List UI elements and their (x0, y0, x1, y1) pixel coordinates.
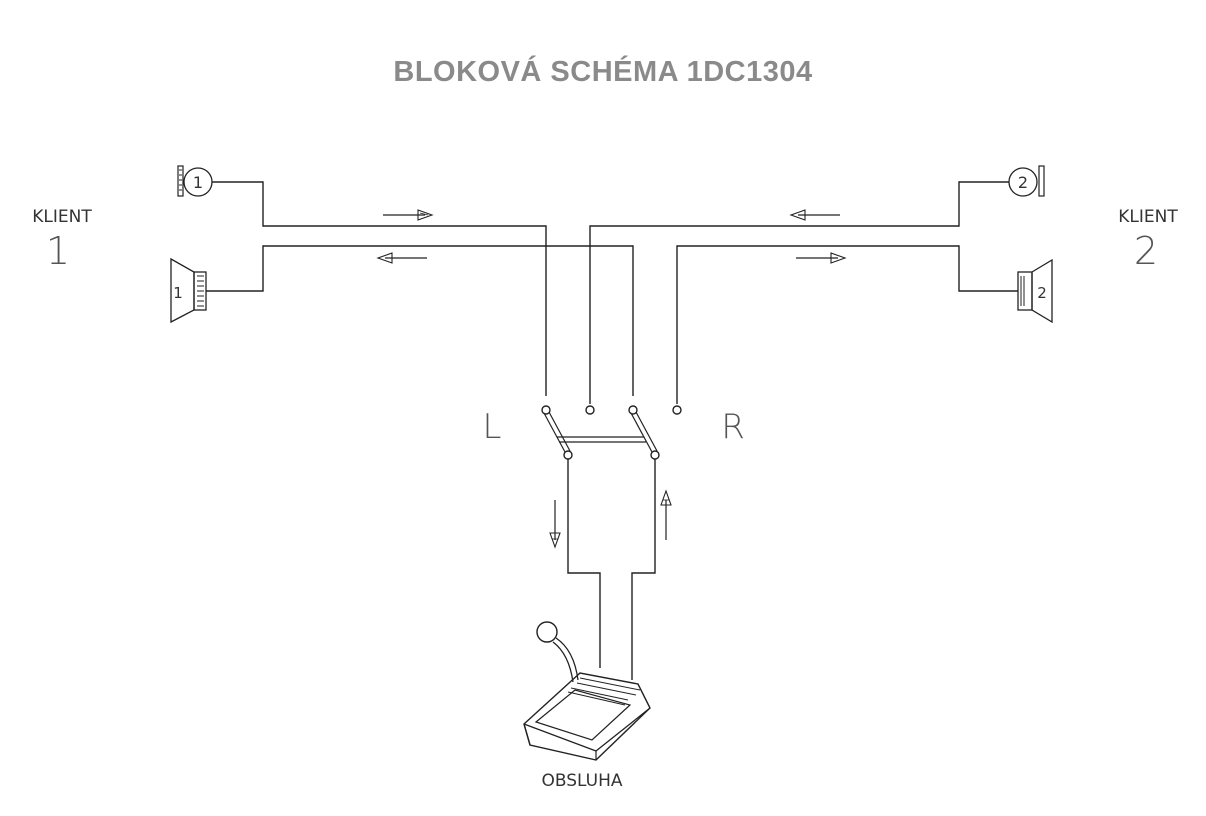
operator-console-icon (523, 621, 651, 761)
client2-label: KLIENT (1118, 207, 1178, 227)
operator-label: OBSLUHA (541, 771, 622, 791)
spk2-number: 2 (1037, 284, 1047, 302)
arrow-down-icon (549, 500, 561, 549)
client2-number: 2 (1134, 229, 1158, 273)
microphone-1-icon: 1 (177, 165, 213, 197)
changeover-switch: L R (483, 405, 745, 460)
switch-label-left: L (483, 407, 502, 447)
microphone-2-icon: 2 (1008, 165, 1045, 197)
wiring-client1 (206, 181, 634, 396)
arrow-right-icon (383, 209, 434, 221)
mic2-number: 2 (1018, 173, 1028, 192)
wiring-operator (567, 459, 656, 680)
arrow-left-icon (789, 209, 840, 221)
arrow-right-icon (796, 252, 847, 264)
speaker-2-icon: 2 (1017, 258, 1053, 324)
client1-label: KLIENT (32, 207, 92, 227)
arrow-left-icon (376, 252, 427, 264)
spk1-number: 1 (173, 284, 183, 302)
wiring-client2 (589, 181, 1018, 404)
switch-label-right: R (721, 407, 745, 447)
speaker-1-icon: 1 (170, 257, 207, 324)
arrow-up-icon (660, 489, 672, 540)
mic1-number: 1 (193, 173, 203, 192)
client1-number: 1 (46, 229, 70, 273)
diagram-title: BLOKOVÁ SCHÉMA 1DC1304 (393, 56, 813, 88)
